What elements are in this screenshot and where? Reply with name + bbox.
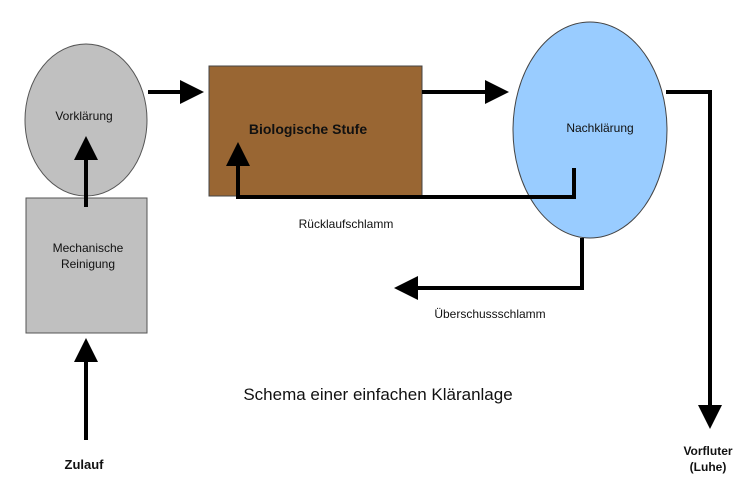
biologische-stufe-label: Biologische Stufe	[249, 121, 367, 137]
mechanische-label-2: Reinigung	[61, 257, 115, 271]
zulauf-label: Zulauf	[65, 457, 105, 472]
ruecklaufschlamm-label: Rücklaufschlamm	[299, 217, 394, 231]
ueberschussschlamm-label: Überschussschlamm	[434, 307, 545, 321]
mechanische-label-1: Mechanische	[53, 241, 124, 255]
arrow-vorfluter	[666, 90, 722, 429]
mechanische-reinigung-node	[25, 197, 148, 334]
vorklaerung-label: Vorklärung	[55, 109, 112, 123]
vorfluter-label-2: (Luhe)	[690, 460, 727, 474]
arrow-ueberschuss	[394, 238, 584, 300]
diagram-title: Schema einer einfachen Kläranlage	[243, 385, 512, 404]
arrow-ruecklauf	[226, 142, 576, 199]
nachklaerung-label: Nachklärung	[566, 121, 633, 135]
biologische-stufe-node	[208, 65, 423, 197]
vorfluter-label-1: Vorfluter	[683, 444, 732, 458]
nachklaerung-node	[512, 21, 668, 239]
